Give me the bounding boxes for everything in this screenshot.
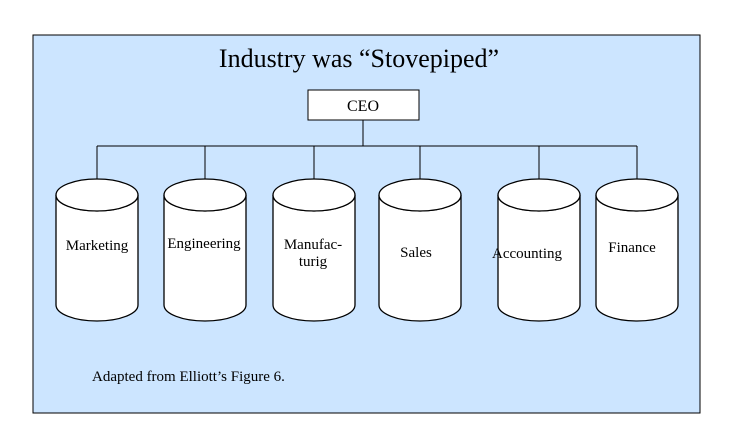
cylinder-top xyxy=(272,178,356,212)
cylinder-top xyxy=(163,178,247,212)
department-label: Engineering xyxy=(167,236,241,252)
department-label-line: Accounting xyxy=(492,246,562,262)
department-cylinders: Marketing Engineering Manufac-turig Sales Ac… xyxy=(55,178,679,322)
cylinder-top xyxy=(378,178,462,212)
department-label-line: Marketing xyxy=(66,238,129,254)
department-label-line: Finance xyxy=(608,240,656,256)
department-cylinder: Finance xyxy=(595,178,679,322)
department-label: Finance xyxy=(608,240,656,256)
ceo-box xyxy=(307,89,420,121)
department-label-line: turig xyxy=(299,254,328,270)
department-label-line: Engineering xyxy=(167,236,241,252)
department-cylinder: Sales xyxy=(378,178,462,322)
department-label: Accounting xyxy=(492,246,562,262)
diagram-title: Industry was “Stovepiped” xyxy=(219,44,499,73)
department-label-line: Sales xyxy=(400,245,432,261)
department-label: Sales xyxy=(400,245,432,261)
department-cylinder: Marketing xyxy=(55,178,139,322)
department-cylinder: Accounting xyxy=(492,178,581,322)
org-connectors xyxy=(96,120,638,182)
cylinder-top xyxy=(55,178,139,212)
department-label-line: Manufac- xyxy=(284,237,342,253)
cylinder-body xyxy=(595,194,679,322)
cylinder-top xyxy=(497,178,581,212)
cylinder-body xyxy=(55,194,139,322)
department-label: Marketing xyxy=(66,238,129,254)
department-label: Manufac-turig xyxy=(284,237,342,270)
ceo-label: CEO xyxy=(347,98,379,115)
cylinder-body xyxy=(163,194,247,322)
cylinder-top xyxy=(595,178,679,212)
department-cylinder: Engineering xyxy=(163,178,247,322)
department-cylinder: Manufac-turig xyxy=(272,178,356,322)
source-caption: Adapted from Elliott’s Figure 6. xyxy=(92,369,285,385)
